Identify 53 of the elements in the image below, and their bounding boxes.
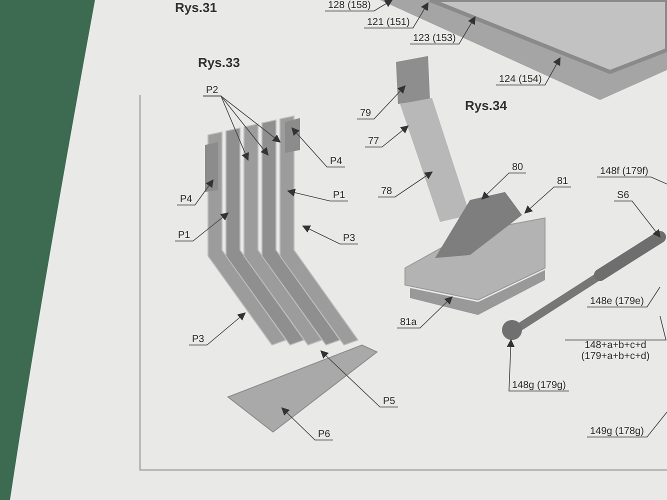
part-number: P1 — [333, 190, 346, 201]
leader-line — [496, 57, 560, 86]
leader-line — [396, 296, 453, 328]
part-number: 148+a+b+c+d (179+a+b+c+d) — [568, 340, 663, 362]
leader-line — [302, 225, 358, 244]
part-number: P1 — [178, 230, 190, 241]
leader-line — [291, 127, 346, 168]
part-number: 77 — [368, 136, 380, 147]
figure-label: Rys.34 — [465, 98, 507, 113]
part-number: P2 — [206, 85, 218, 96]
leader-line — [564, 316, 667, 340]
leader-line — [506, 339, 570, 392]
leader-line — [410, 16, 476, 44]
part-number: 121 (151) — [367, 17, 410, 28]
leader-line — [614, 200, 661, 238]
leader-line — [364, 125, 409, 148]
part-number: P6 — [318, 429, 330, 440]
part-number: P3 — [192, 334, 204, 345]
part-number: 148f (179f) — [600, 166, 648, 177]
part-number: 78 — [381, 186, 392, 197]
leader-line — [596, 176, 667, 184]
part-number: 148g (179g) — [512, 380, 566, 391]
leader-line — [176, 179, 214, 206]
part-number: P4 — [330, 156, 342, 167]
leader-line — [586, 412, 667, 438]
figure-label: Rys.31 — [175, 0, 217, 15]
part-number: 81 — [557, 176, 568, 187]
part-number: P5 — [383, 396, 396, 407]
leader-line — [202, 96, 281, 143]
leader-line — [320, 350, 398, 408]
leader-line — [481, 172, 526, 200]
leader-line — [356, 85, 406, 120]
leader-line — [378, 171, 433, 198]
leader-line — [174, 212, 229, 242]
part-number: 149g (178g) — [590, 426, 644, 437]
leader-line — [364, 2, 429, 28]
leader-line — [287, 188, 348, 202]
part-number: S6 — [617, 190, 630, 201]
stand-drawing — [396, 56, 546, 315]
leader-line — [281, 407, 334, 440]
leader-line — [586, 286, 660, 308]
part-number: 81a — [400, 317, 417, 328]
figure-label: Rys.33 — [198, 55, 240, 70]
part-number: P4 — [180, 194, 192, 205]
part-number: 80 — [512, 162, 524, 173]
part-number: 128 (158) — [328, 0, 371, 11]
leader-line — [324, 0, 393, 12]
part-number: 79 — [360, 108, 372, 119]
leader-line — [524, 186, 572, 214]
rod-drawing — [502, 231, 666, 340]
part-number: 123 (153) — [413, 33, 456, 44]
leader-line — [188, 312, 246, 346]
part-number: P3 — [343, 233, 356, 244]
